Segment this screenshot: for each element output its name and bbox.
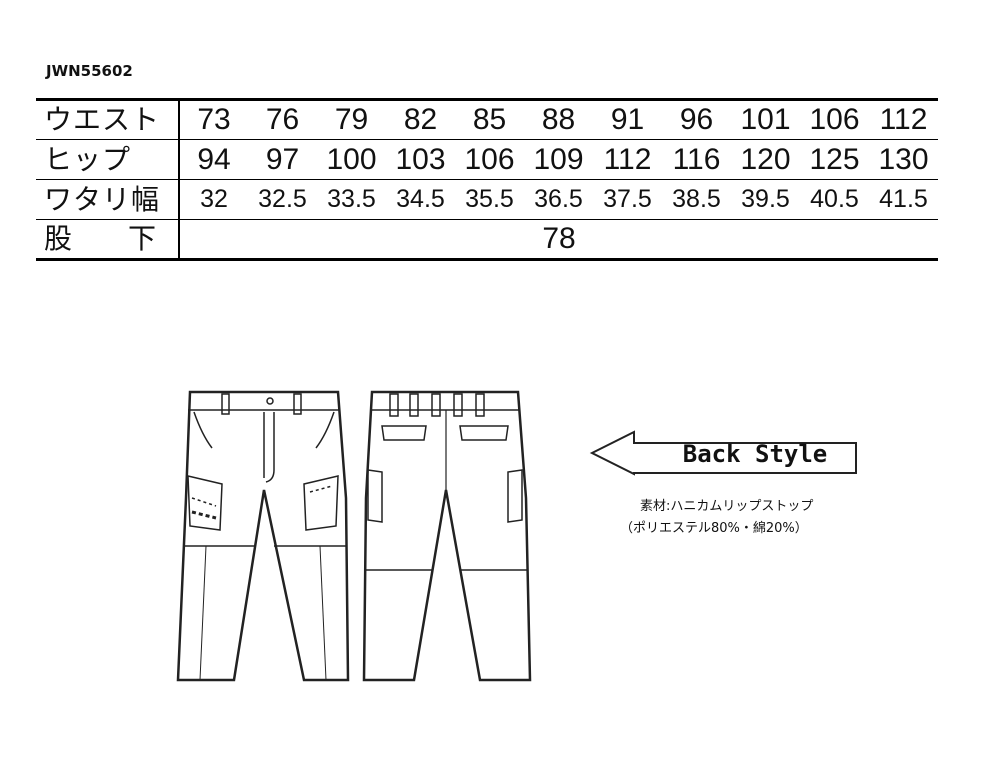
back-style-arrow-icon [589,430,857,476]
row-label: ワタリ幅 [36,179,180,220]
table-cell: 125 [800,139,869,180]
table-cell: 103 [386,139,455,180]
table-cell: 130 [869,139,938,180]
material-description: 素材:ハニカムリップストップ （ポリエステル80%・綿20%） [620,496,860,540]
table-cell: 106 [800,98,869,140]
table-cell: 88 [524,98,593,140]
table-cell: 101 [731,98,800,140]
table-cell: 94 [179,139,248,180]
table-cell: 109 [524,139,593,180]
row-label: ウエスト [36,98,180,140]
inseam-label-a: 股 [44,222,73,255]
table-cell: 32.5 [248,179,317,220]
back-view-pants [362,390,532,682]
table-cell: 82 [386,98,455,140]
back-style-label: Back Style [682,440,828,468]
table-cell: 116 [662,139,731,180]
row-label: ヒップ [36,139,180,180]
inseam-label-b: 下 [127,222,156,255]
table-cell: 35.5 [455,179,524,220]
table-cell: 39.5 [731,179,800,220]
material-line-1: 素材:ハニカムリップストップ [640,499,814,514]
table-cell: 73 [179,98,248,140]
front-view-pants [176,390,350,682]
inseam-value: 78 [179,219,938,261]
table-cell: 85 [455,98,524,140]
table-cell: 120 [731,139,800,180]
product-code: JWN55602 [46,62,133,80]
table-cell: 37.5 [593,179,662,220]
table-cell: 112 [869,98,938,140]
table-cell: 91 [593,98,662,140]
table-cell: 32 [179,179,248,220]
table-cell: 41.5 [869,179,938,220]
table-cell: 40.5 [800,179,869,220]
table-cell: 34.5 [386,179,455,220]
table-row-inseam: 股 下 78 [36,219,938,261]
table-cell: 79 [317,98,386,140]
table-cell: 112 [593,139,662,180]
table-cell: 97 [248,139,317,180]
material-line-2: （ポリエステル80%・綿20%） [620,521,808,536]
table-cell: 96 [662,98,731,140]
table-cell: 33.5 [317,179,386,220]
pants-technical-drawing [176,390,532,682]
table-cell: 76 [248,98,317,140]
row-label: 股 下 [36,219,180,261]
table-cell: 38.5 [662,179,731,220]
table-cell: 36.5 [524,179,593,220]
table-cell: 106 [455,139,524,180]
table-cell: 100 [317,139,386,180]
